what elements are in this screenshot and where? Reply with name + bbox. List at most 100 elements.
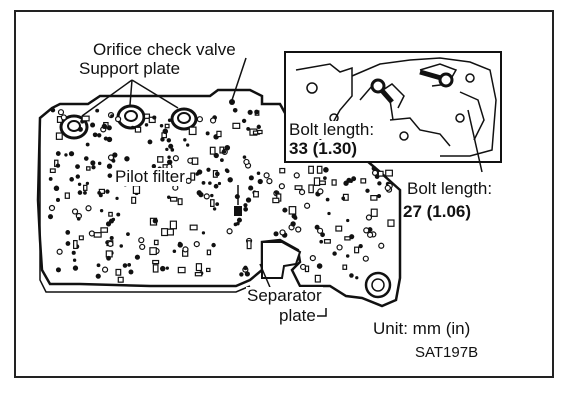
passage-hole (346, 218, 350, 223)
passage-hole (209, 146, 216, 155)
passage-hole (162, 128, 169, 135)
passage-hole (266, 178, 273, 185)
passage-hole (245, 197, 252, 203)
passage-hole (159, 265, 166, 272)
passage-hole (304, 265, 310, 273)
passage-hole (165, 147, 169, 152)
passage-hole (363, 227, 370, 234)
passage-holes (47, 107, 395, 283)
passage-hole (185, 177, 192, 184)
passage-hole (106, 136, 113, 143)
passage-hole (377, 181, 382, 186)
separator-plate-outline (36, 88, 402, 308)
passage-hole (107, 154, 115, 161)
passage-hole (212, 207, 217, 211)
passage-hole (378, 242, 385, 249)
support-plate-label: Support plate (78, 59, 182, 78)
passage-hole (111, 159, 116, 163)
passage-hole (257, 178, 263, 185)
passage-hole (360, 178, 367, 184)
passage-hole (107, 173, 113, 178)
passage-hole (319, 239, 324, 244)
passage-hole (294, 185, 303, 191)
passage-hole (298, 188, 306, 196)
passage-hole (239, 272, 244, 277)
passage-hole (124, 156, 130, 162)
passage-hole (55, 267, 61, 273)
passage-hole (345, 254, 350, 258)
passage-hole (69, 177, 74, 182)
passage-hole (217, 181, 222, 186)
passage-hole (370, 208, 378, 217)
passage-hole (165, 266, 169, 270)
passage-hole (341, 196, 346, 201)
passage-hole (308, 165, 314, 174)
passage-hole (127, 263, 132, 267)
passage-hole (138, 237, 145, 244)
passage-hole (91, 165, 96, 170)
passage-hole (110, 114, 114, 118)
passage-hole (205, 267, 211, 273)
passage-hole (126, 232, 130, 237)
passage-hole (201, 180, 206, 185)
passage-hole (256, 171, 261, 176)
passage-hole (112, 152, 118, 158)
passage-hole (317, 188, 324, 195)
passage-hole (313, 177, 321, 186)
support-plate-2 (116, 104, 146, 130)
passage-hole (167, 118, 172, 123)
passage-hole (92, 132, 98, 138)
passage-hole (81, 115, 90, 122)
passage-hole (177, 266, 186, 274)
passage-hole (143, 113, 151, 119)
passage-hole (115, 268, 122, 276)
passage-hole (105, 189, 110, 194)
passage-hole (55, 197, 61, 202)
passage-hole (160, 137, 165, 142)
passage-hole (190, 172, 196, 181)
bolt-33 (370, 78, 394, 104)
passage-hole (152, 259, 160, 265)
passage-hole (77, 182, 82, 187)
passage-hole (243, 203, 248, 208)
passage-hole (106, 255, 111, 261)
passage-hole (188, 126, 197, 136)
passage-hole (351, 176, 357, 182)
passage-hole (206, 249, 212, 256)
passage-hole (354, 246, 360, 254)
passage-hole (90, 160, 96, 166)
passage-hole (376, 193, 382, 199)
passage-hole (122, 263, 128, 268)
passage-hole (263, 172, 270, 179)
passage-hole (370, 195, 378, 201)
passage-hole (83, 156, 89, 161)
passage-hole (246, 240, 252, 250)
passage-hole (213, 152, 219, 159)
passage-hole (243, 158, 250, 166)
passage-hole (96, 263, 101, 268)
passage-hole (75, 174, 80, 179)
passage-hole (164, 123, 170, 129)
passage-hole (56, 248, 63, 255)
passage-hole (172, 249, 177, 254)
passage-hole (257, 129, 263, 135)
passage-hole (225, 169, 230, 174)
passage-hole (64, 153, 68, 157)
passage-hole (71, 208, 79, 215)
passage-hole (248, 185, 254, 191)
passage-hole (325, 197, 330, 202)
passage-hole (241, 118, 247, 124)
passage-hole (100, 227, 109, 233)
passage-hole (144, 123, 149, 127)
passage-hole (335, 225, 343, 232)
passage-hole (214, 171, 220, 177)
passage-hole (99, 209, 104, 213)
unit-label: Unit: mm (in) (372, 319, 472, 338)
passage-hole (149, 247, 157, 256)
passage-hole (147, 139, 153, 145)
passage-hole (130, 125, 135, 130)
passage-hole (314, 274, 321, 283)
passage-hole (236, 217, 242, 223)
passage-hole (205, 131, 210, 136)
passage-hole (57, 109, 65, 116)
